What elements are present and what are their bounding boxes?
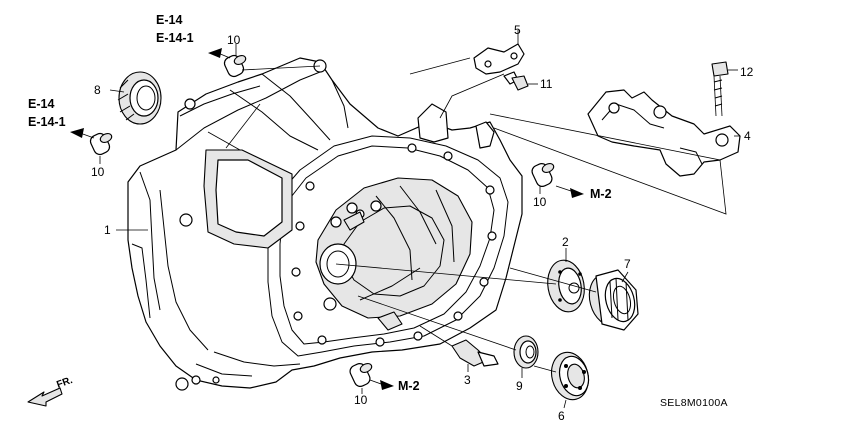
callout-part-1: 1	[104, 223, 111, 237]
bearing-part-6	[550, 351, 590, 401]
dowel-pin-right	[531, 163, 555, 187]
oil-seal-part-8	[117, 71, 162, 125]
ref-m2-bottom: M-2	[398, 379, 420, 393]
bolt-part-11	[503, 71, 529, 91]
plate-part-2	[547, 259, 585, 313]
ref-e14-top: E-14	[156, 13, 182, 27]
callout-part-9: 9	[516, 379, 523, 393]
bracket-part-5	[473, 43, 525, 75]
ref-e14-left: E-14	[28, 97, 54, 111]
callout-part-4: 4	[744, 129, 751, 143]
callout-part-10-left: 10	[91, 165, 105, 179]
dowel-pin-bottom	[349, 363, 373, 387]
flange-bolt-holes	[291, 143, 497, 347]
callout-part-3: 3	[464, 373, 471, 387]
front-direction-arrow-icon: FR.	[27, 375, 74, 407]
bearing-part-7	[588, 269, 639, 331]
sensor-part-3	[451, 339, 499, 367]
callout-part-7: 7	[624, 257, 631, 271]
diagram-code: SEL8M0100A	[660, 397, 728, 409]
dowel-pin-top	[223, 54, 247, 78]
callout-part-10-bottom: 10	[354, 393, 368, 407]
ref-e141-top: E-14-1	[156, 31, 194, 45]
callout-part-11: 11	[540, 77, 553, 91]
callout-part-5: 5	[514, 23, 521, 37]
bracket-part-4	[587, 89, 741, 177]
ref-m2-right: M-2	[590, 187, 612, 201]
callout-part-8: 8	[94, 83, 101, 97]
leader-lines	[99, 30, 740, 409]
callout-part-10-right: 10	[533, 195, 547, 209]
clutch-housing	[127, 57, 523, 391]
callout-part-10-top: 10	[227, 33, 241, 47]
dowel-pin-left	[89, 132, 113, 156]
callout-part-12: 12	[740, 65, 754, 79]
ref-e141-left: E-14-1	[28, 115, 66, 129]
seal-part-9	[513, 335, 539, 369]
front-direction-label: FR.	[55, 375, 74, 391]
reference-arrows	[70, 48, 584, 390]
callout-part-6: 6	[558, 409, 565, 423]
bolt-part-12	[711, 61, 729, 117]
callout-part-2: 2	[562, 235, 569, 249]
